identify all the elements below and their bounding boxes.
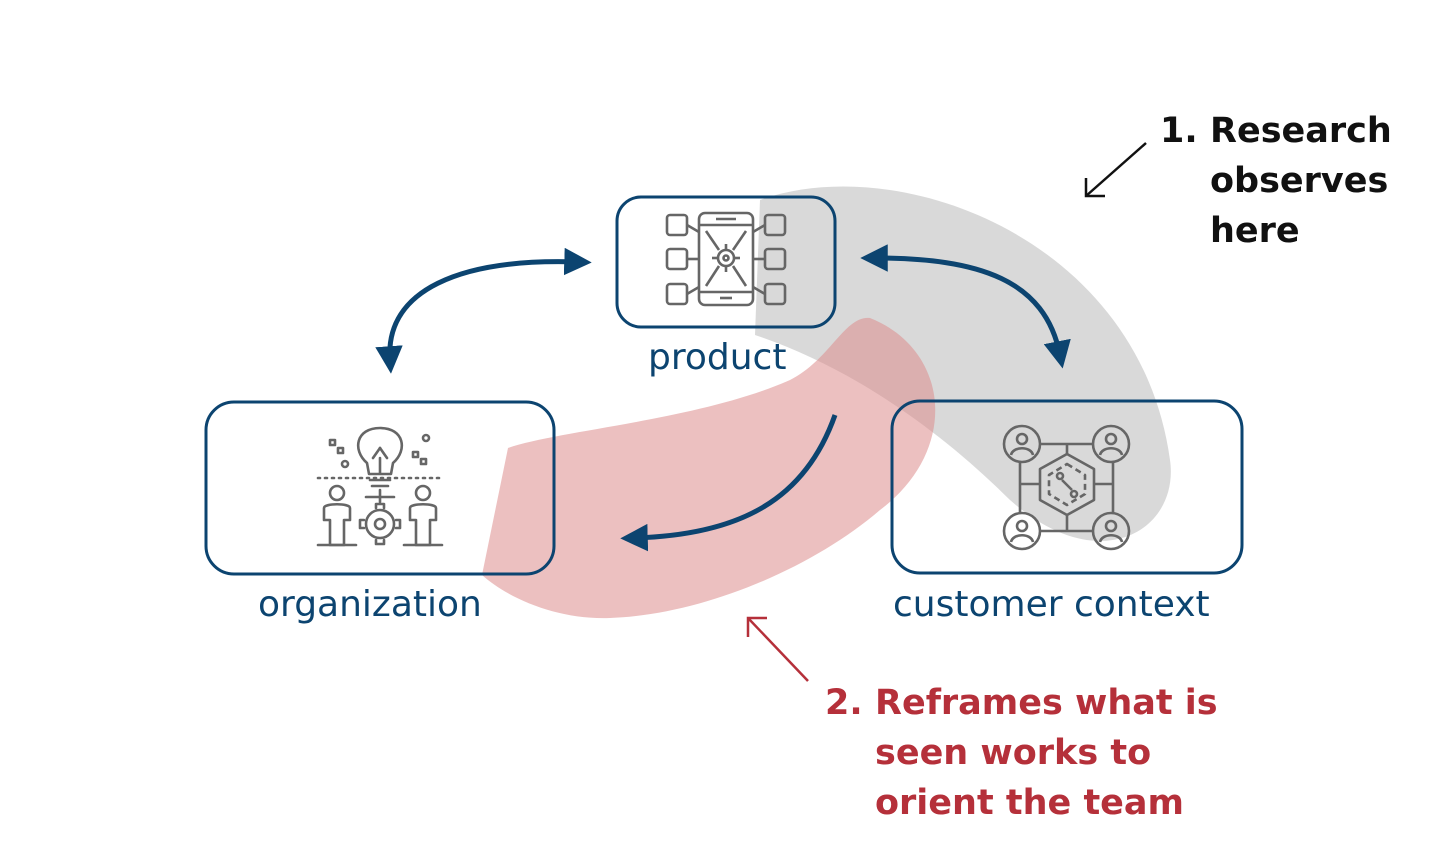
research-callout: 1. Research observes here: [1160, 106, 1392, 256]
reframe-pointer-arrow: [746, 616, 809, 682]
reframes-callout: 2. Reframes what is seen works to orient …: [825, 678, 1218, 828]
customer-context-label: customer context: [893, 584, 1210, 625]
customer-node: [890, 399, 1244, 575]
reframes-number: 2.: [825, 683, 863, 723]
research-pointer-arrow: [1084, 142, 1147, 198]
organization-label: organization: [258, 584, 482, 625]
mobile-app-network-icon: [665, 211, 787, 307]
reframes-line-1: Reframes what is: [875, 683, 1218, 723]
reframes-line-3: orient the team: [875, 783, 1185, 823]
product-label: product: [648, 337, 787, 378]
research-line-3: here: [1210, 211, 1300, 251]
reframe-band: [482, 317, 936, 619]
research-line-1: Research: [1210, 111, 1392, 151]
team-idea-gear-icon: [316, 426, 445, 547]
connected-people-hexagon-icon: [1002, 424, 1131, 551]
product-organization-arrow: [620, 414, 838, 552]
research-line-2: observes: [1210, 161, 1389, 201]
research-number: 1.: [1160, 111, 1198, 151]
org-product-arrow: [375, 247, 592, 374]
organization-node: [204, 400, 556, 576]
product-customer-arrow: [860, 244, 1071, 369]
reframes-line-2: seen works to: [875, 733, 1152, 773]
product-node: [615, 195, 837, 329]
